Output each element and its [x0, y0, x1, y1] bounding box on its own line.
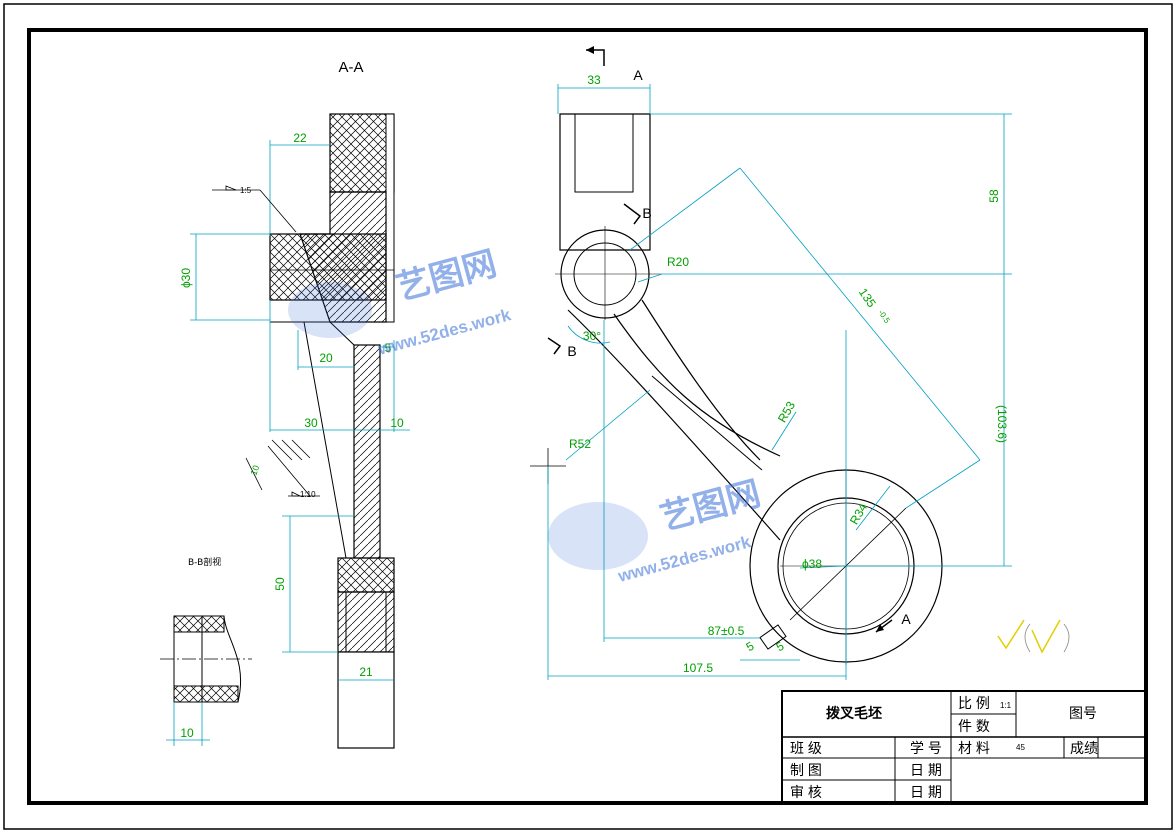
dim-aa-30: 30 [304, 416, 318, 430]
dim-30deg: 30° [583, 329, 601, 343]
dim-phi38: ϕ38 [802, 557, 822, 571]
dim-r34: R34 [847, 501, 870, 527]
dim-135-tol: -0.5 [876, 308, 891, 325]
aa-bottom-fork [337, 557, 395, 593]
dim-58: 58 [987, 189, 1001, 203]
b-mark-bottom: B [567, 343, 576, 359]
grade-label: 成绩 [1070, 740, 1098, 756]
aa-right-rib [385, 113, 395, 323]
dim-r52: R52 [569, 437, 591, 451]
dim-aa-22: 22 [293, 131, 307, 145]
inner-frame [27, 28, 1148, 805]
aa-top-block [329, 113, 395, 193]
section-aa-title: A-A [338, 59, 363, 76]
quantity-label: 件 数 [958, 718, 990, 734]
watermark-brand-1: 艺图网 [392, 244, 501, 309]
dim-5b: 5 [774, 639, 787, 655]
dim-aa-phi30: ϕ30 [179, 268, 193, 288]
dim-aa-21: 21 [359, 665, 373, 679]
taper-top: 1:5 [240, 186, 252, 195]
dim-107-5: 107.5 [683, 661, 713, 675]
title-block: 拨叉毛坯 比 例 1:1 图号 件 数 班 级 学 号 材 料 45 成绩 制 … [781, 690, 1147, 803]
taper-bottom: 1:10 [300, 490, 316, 499]
dim-aa-10: 10 [390, 416, 404, 430]
watermark-globe-icon-2 [548, 502, 648, 570]
date-label-1: 日 期 [910, 762, 942, 778]
dim-aa-20: 20 [319, 351, 333, 365]
dim-r53: R53 [775, 399, 798, 425]
dim-87: 87±0.5 [708, 624, 745, 638]
material-label: 材 料 [958, 740, 990, 756]
drawing-no-label: 图号 [1069, 705, 1097, 721]
aa-web [353, 344, 381, 559]
review-label: 审 核 [790, 784, 822, 800]
section-bb-view: B-B剖视 10 [160, 556, 252, 746]
dim-r20: R20 [667, 255, 689, 269]
scale-value: 1:1 [1000, 701, 1012, 710]
part-name: 拨叉毛坯 [826, 705, 882, 721]
dim-5a: 5 [744, 639, 757, 655]
b-mark-top: B [642, 205, 651, 221]
material-value: 45 [1016, 743, 1025, 752]
section-mark-a-bottom: A [901, 611, 911, 627]
dim-103-6: (103.6) [995, 405, 1009, 443]
dim-aa-5: 5 [385, 341, 392, 355]
class-label: 班 级 [790, 740, 822, 756]
aa-boss [269, 233, 387, 301]
section-mark-a-top: A [633, 67, 643, 83]
student-no-label: 学 号 [910, 740, 942, 756]
dim-aa-50: 50 [273, 577, 287, 591]
watermark-globe-icon [288, 282, 372, 338]
dim-bb-10: 10 [180, 726, 194, 740]
dim-135: 135 [856, 286, 879, 311]
main-view: A A B B [530, 46, 1070, 680]
drawn-label: 制 图 [790, 762, 822, 778]
date-label-2: 日 期 [910, 784, 942, 800]
dim-33: 33 [587, 73, 601, 87]
section-bb-title: B-B剖视 [188, 556, 221, 568]
watermark-url-1: www.52des.work [375, 305, 513, 359]
surface-finish-icon [997, 619, 1070, 654]
arm-upper-edge [641, 299, 761, 461]
watermark-brand-2: 艺图网 [656, 474, 765, 539]
outer-frame [3, 3, 1173, 830]
section-aa-view: A-A [179, 59, 410, 749]
scale-label: 比 例 [958, 695, 990, 711]
arm-lower-edge [613, 313, 781, 457]
taper-side: 10 [248, 464, 261, 477]
